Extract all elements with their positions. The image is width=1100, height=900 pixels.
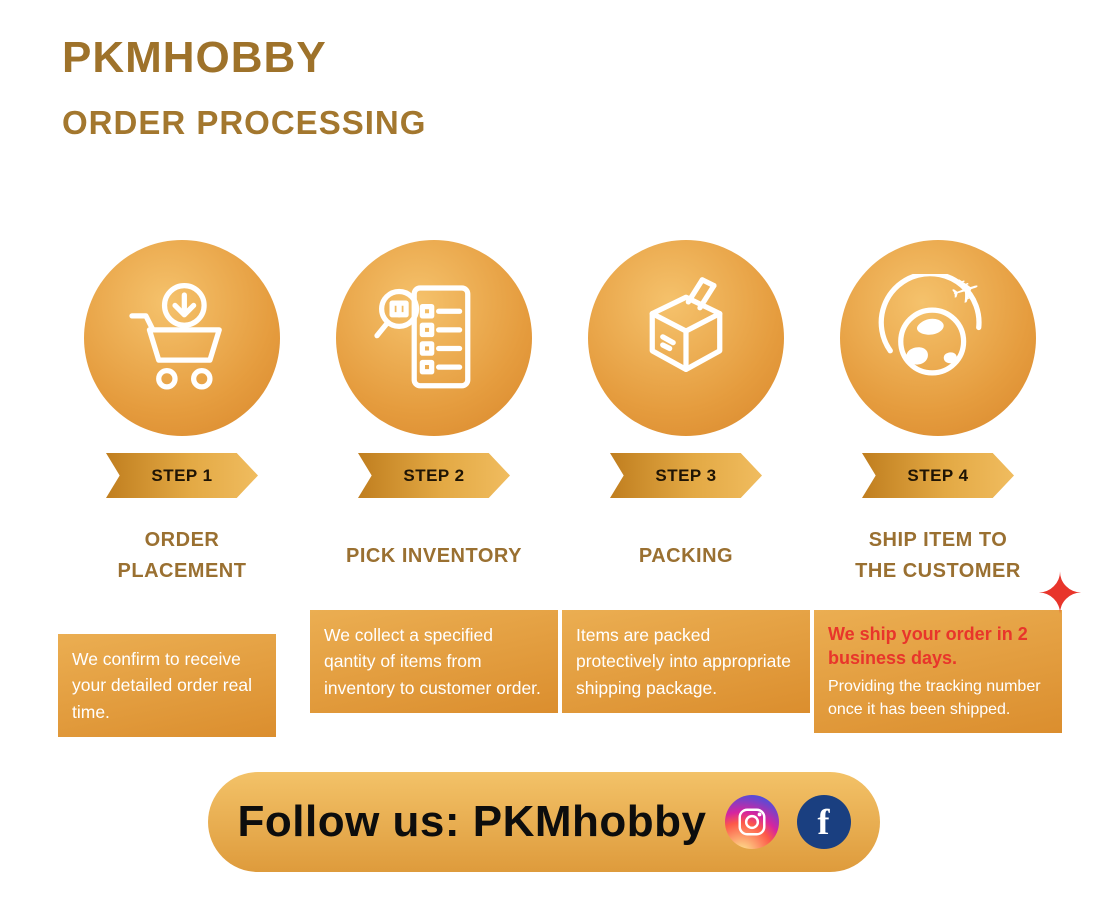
step-3-circle xyxy=(588,240,784,436)
step-column-3: STEP 3 PACKING Items are packed protecti… xyxy=(562,240,810,737)
step-1-title: ORDER PLACEMENT xyxy=(117,529,247,582)
step-column-2: STEP 2 PICK INVENTORY We collect a speci… xyxy=(310,240,558,737)
step-3-title: PACKING xyxy=(638,544,734,567)
step-4-description-wrap: We ship your order in 2 business days. P… xyxy=(814,566,1083,733)
step-4-circle: ✈ xyxy=(840,240,1036,436)
facebook-icon[interactable]: f xyxy=(796,795,851,849)
globe-plane-icon: ✈ xyxy=(878,274,986,376)
step-2-title: PICK INVENTORY xyxy=(346,544,522,567)
step-2-badge: STEP 2 xyxy=(358,453,510,498)
step-4-title: SHIP ITEM TO THE CUSTOMER xyxy=(855,529,1021,582)
steps-row: STEP 1 ORDER PLACEMENT We confirm to rec… xyxy=(58,240,1083,737)
packing-box-icon xyxy=(649,277,723,373)
tracking-note: Providing the tracking number once it ha… xyxy=(828,677,1041,718)
step-3-description: Items are packed protectively into appro… xyxy=(562,610,810,713)
follow-pill: Follow us: PKMhobby f xyxy=(208,772,880,872)
brand-title: PKMHOBBY xyxy=(62,33,327,82)
step-2-description: We collect a specified qantity of items … xyxy=(310,610,558,713)
step-3-badge: STEP 3 xyxy=(610,453,762,498)
checklist-magnifier-icon xyxy=(374,285,471,389)
svg-text:✈: ✈ xyxy=(946,274,986,315)
step-1-badge: STEP 1 xyxy=(106,453,258,498)
instagram-icon[interactable] xyxy=(724,795,779,849)
ship-time-highlight: We ship your order in 2 business days. xyxy=(828,624,1028,669)
step-4-badge: STEP 4 xyxy=(862,453,1014,498)
instagram-camera-glyph xyxy=(737,808,766,836)
step-column-4: ✈ STEP 4 SHIP ITEM TO THE CUSTOMER We sh… xyxy=(814,240,1083,737)
step-4-description: We ship your order in 2 business days. P… xyxy=(814,610,1062,733)
step-2-circle xyxy=(336,240,532,436)
step-column-1: STEP 1 ORDER PLACEMENT We confirm to rec… xyxy=(58,240,306,737)
page-title: ORDER PROCESSING xyxy=(62,104,427,141)
cart-download-icon xyxy=(129,283,222,390)
follow-text: Follow us: PKMhobby xyxy=(237,797,707,846)
header: PKMHOBBY ORDER PROCESSING xyxy=(62,33,427,141)
step-1-circle xyxy=(84,240,280,436)
step-1-description: We confirm to receive your detailed orde… xyxy=(58,634,276,737)
